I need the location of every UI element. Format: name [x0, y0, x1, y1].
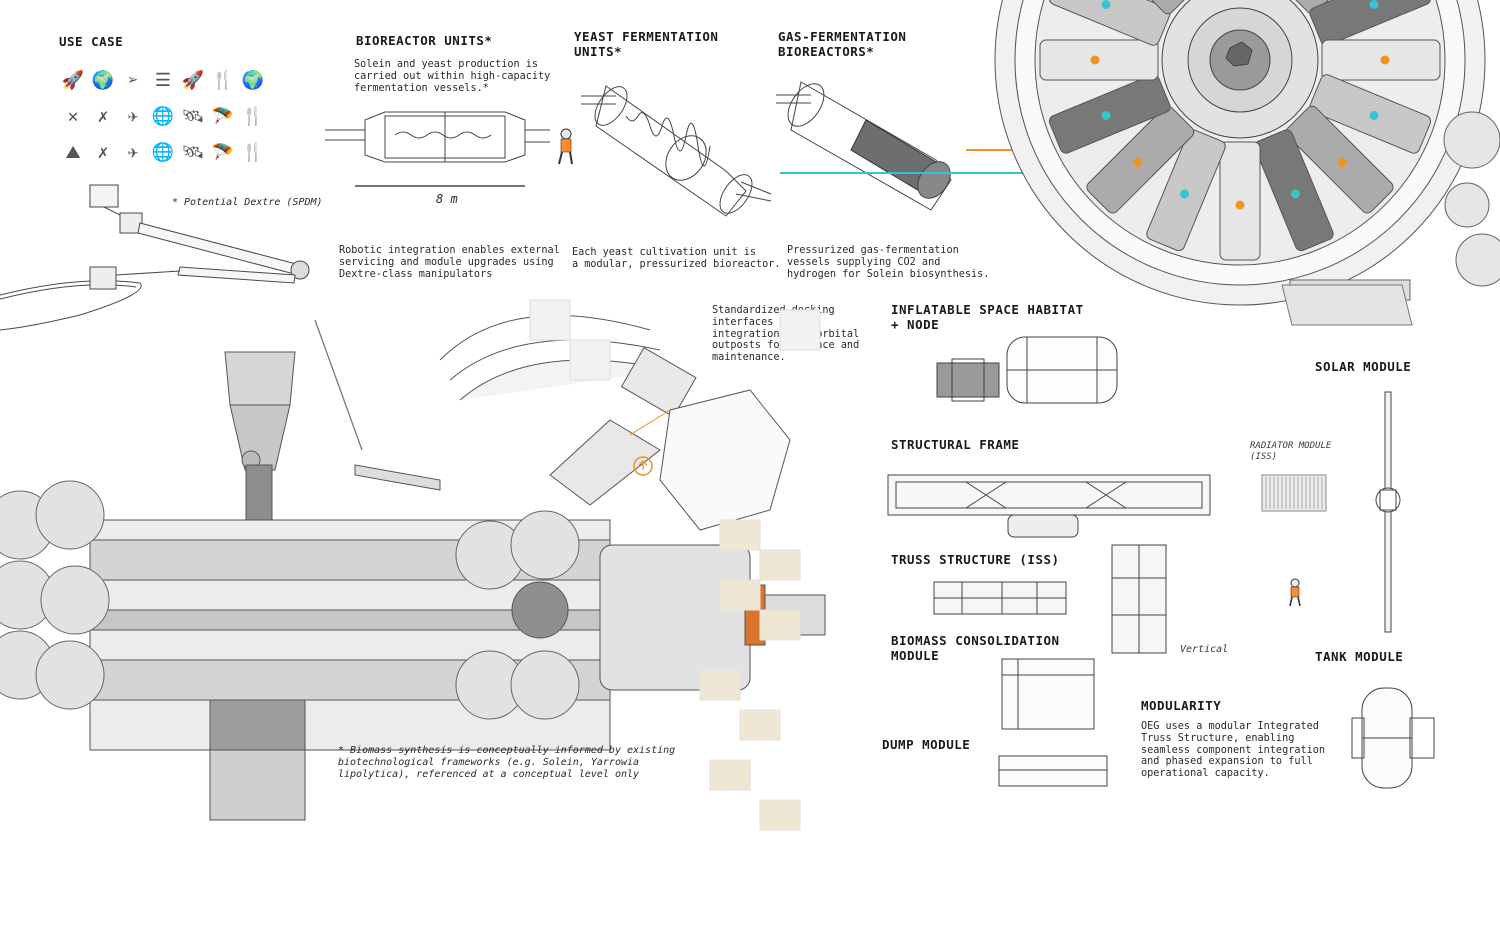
- bioreactor-dimension: 8 m: [436, 192, 458, 206]
- parachute-icon: 🪂: [211, 105, 235, 127]
- truss-vertical-label: Vertical: [1180, 644, 1229, 655]
- dextre-label: * Potential Dextre (SPDM): [172, 197, 323, 208]
- tank-title: TANK MODULE: [1315, 649, 1404, 664]
- habitat-drawing: [936, 336, 1118, 404]
- dump-title: DUMP MODULE: [882, 737, 971, 752]
- modularity-text: OEG uses a modular Integrated Truss Stru…: [1141, 721, 1326, 780]
- utensils-crossed-icon: ✗: [97, 105, 109, 127]
- modularity-title: MODULARITY: [1141, 698, 1222, 713]
- satellite-icon: 🛰: [181, 141, 205, 163]
- use-case-title: USE CASE: [59, 34, 124, 49]
- biomass-drawing: [1001, 658, 1095, 730]
- utensils-crossed-icon: ✗: [97, 141, 109, 163]
- biomass-title: BIOMASS CONSOLIDATION MODULE: [891, 633, 1060, 663]
- bioreactor-text: Solein and yeast production is carried o…: [354, 59, 551, 94]
- rocket-icon: 🚀: [61, 69, 85, 91]
- plane-crossed-icon: ✈: [127, 141, 139, 163]
- rocket-icon: 🚀: [181, 69, 205, 91]
- station-main-body: [0, 319, 826, 821]
- robotic-integration-text: Robotic integration enables external ser…: [339, 245, 560, 280]
- radiator-label: RADIATOR MODULE (ISS): [1250, 441, 1332, 462]
- utensils-icon: 🍴: [241, 141, 265, 163]
- globe-icon: 🌍: [241, 69, 265, 91]
- globe-network-icon: 🌐: [151, 105, 175, 127]
- docking-drawing: [439, 299, 821, 531]
- satellite-crossed-icon: ✕: [67, 105, 79, 127]
- truss-vertical-drawing: [1111, 544, 1167, 654]
- wheel-side-tanks: [1443, 111, 1500, 287]
- bioreactor-drawing: [325, 111, 550, 187]
- astronaut-icon: [558, 128, 573, 165]
- bioreactor-title: BIOREACTOR UNITS*: [356, 33, 493, 48]
- astronaut-small-icon: [1289, 578, 1301, 607]
- structural-frame-drawing: [887, 474, 1211, 538]
- wheel-base-block: [1281, 284, 1413, 326]
- bioreactor-wheel: [994, 0, 1486, 306]
- footnote: * Biomass synthesis is conceptually info…: [338, 745, 676, 780]
- utensils-icon: 🍴: [241, 105, 265, 127]
- shuttle-icon: ➢: [127, 69, 139, 91]
- globe-icon: 🌍: [91, 69, 115, 91]
- gas-text: Pressurized gas-fermentation vessels sup…: [787, 245, 990, 280]
- plane-crossed-icon: ✈: [127, 105, 139, 127]
- yeast-title: YEAST FERMENTATION UNITS*: [574, 29, 719, 59]
- solar-title: SOLAR MODULE: [1315, 359, 1412, 374]
- parachute-icon: 🪂: [211, 141, 235, 163]
- gas-bioreactor-drawing: [776, 81, 952, 211]
- radiator-drawing: [1261, 474, 1327, 512]
- use-case-icon-grid: 🚀 🌍 ➢ ☰ 🚀 🍴 🌍 ✕ ✗ ✈ 🌐 🛰 🪂 🍴 ⛰ ✗ ✈ 🌐 🛰 🪂 …: [58, 62, 268, 170]
- solar-panel-strip: [699, 519, 801, 831]
- crater-icon: ⛰: [65, 141, 81, 163]
- truss-horizontal-drawing: [933, 581, 1067, 615]
- satellite-icon: 🛰: [181, 105, 205, 127]
- yeast-unit-drawing: [581, 85, 772, 217]
- solar-module-drawing: [1375, 391, 1401, 633]
- yeast-text: Each yeast cultivation unit is a modular…: [572, 247, 781, 270]
- utensils-icon: 🍴: [211, 69, 235, 91]
- truss-title: TRUSS STRUCTURE (ISS): [891, 552, 1060, 567]
- globe-network-icon: 🌐: [151, 141, 175, 163]
- gas-title: GAS-FERMENTATION BIOREACTORS*: [778, 29, 907, 59]
- habitat-title: INFLATABLE SPACE HABITAT + NODE: [891, 302, 1084, 332]
- tank-drawing: [1351, 687, 1435, 789]
- dextre-arm-drawing: [0, 184, 310, 331]
- structural-title: STRUCTURAL FRAME: [891, 437, 1020, 452]
- module-stack-icon: ☰: [154, 69, 172, 91]
- dump-drawing: [998, 755, 1108, 787]
